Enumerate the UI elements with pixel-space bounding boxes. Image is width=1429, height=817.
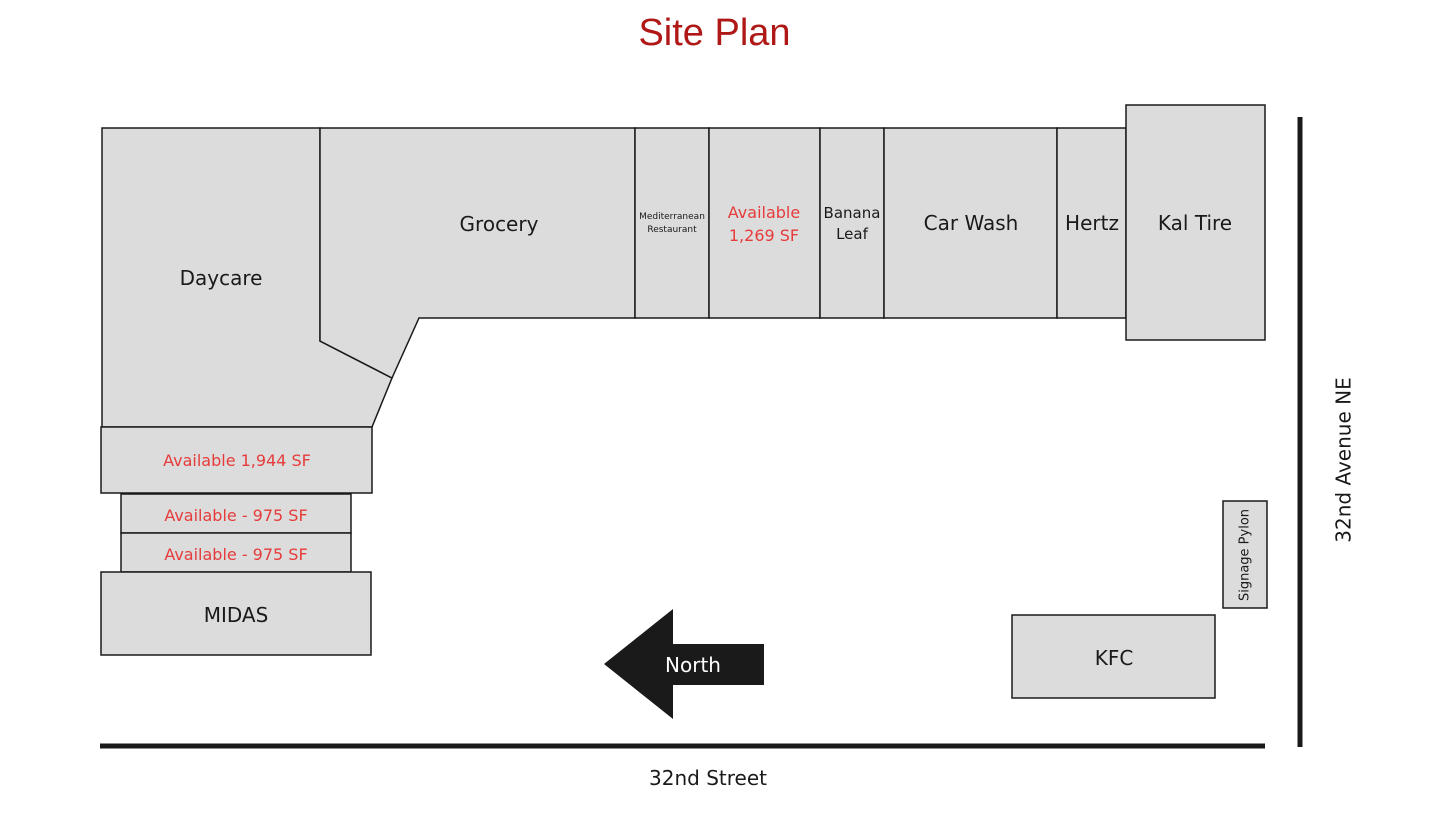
unit-available-975-a	[120, 493, 352, 534]
label-kfc: KFC	[1095, 646, 1134, 670]
label-midas: MIDAS	[204, 603, 269, 627]
label-32nd-avenue-ne: 32nd Avenue NE	[1332, 377, 1356, 542]
unit-car-wash	[883, 127, 1058, 319]
label-32nd-street: 32nd Street	[649, 766, 767, 790]
label-available-1269-line1: Available	[728, 203, 800, 222]
label-available-975-a: Available - 975 SF	[164, 506, 307, 525]
unit-available-1944	[100, 426, 373, 494]
unit-banana-leaf	[819, 127, 885, 319]
north-arrow-label: North	[665, 653, 721, 677]
label-kal-tire: Kal Tire	[1158, 211, 1232, 235]
label-signage-pylon: Signage Pylon	[1238, 509, 1253, 601]
label-available-1944: Available 1,944 SF	[163, 451, 311, 470]
unit-kal-tire	[1125, 104, 1266, 341]
unit-available-1269	[708, 127, 821, 319]
label-mediterranean-line2: Restaurant	[647, 225, 697, 235]
label-banana-leaf-line2: Leaf	[836, 225, 869, 243]
north-arrow-icon	[604, 609, 764, 719]
page-title: Site Plan	[638, 12, 791, 54]
label-hertz: Hertz	[1065, 211, 1119, 235]
unit-available-975-b	[120, 532, 352, 573]
label-mediterranean-line1: Mediterranean	[639, 212, 705, 222]
label-car-wash: Car Wash	[924, 211, 1019, 235]
unit-mediterranean-restaurant	[634, 127, 710, 319]
unit-kfc	[1011, 614, 1216, 699]
label-available-975-b: Available - 975 SF	[164, 545, 307, 564]
unit-midas	[100, 571, 372, 656]
label-grocery: Grocery	[460, 212, 539, 236]
label-banana-leaf-line1: Banana	[824, 204, 881, 222]
label-available-1269-line2: 1,269 SF	[729, 226, 799, 245]
label-daycare: Daycare	[180, 266, 263, 290]
signage-pylon	[1222, 500, 1268, 609]
unit-grocery	[319, 127, 636, 380]
